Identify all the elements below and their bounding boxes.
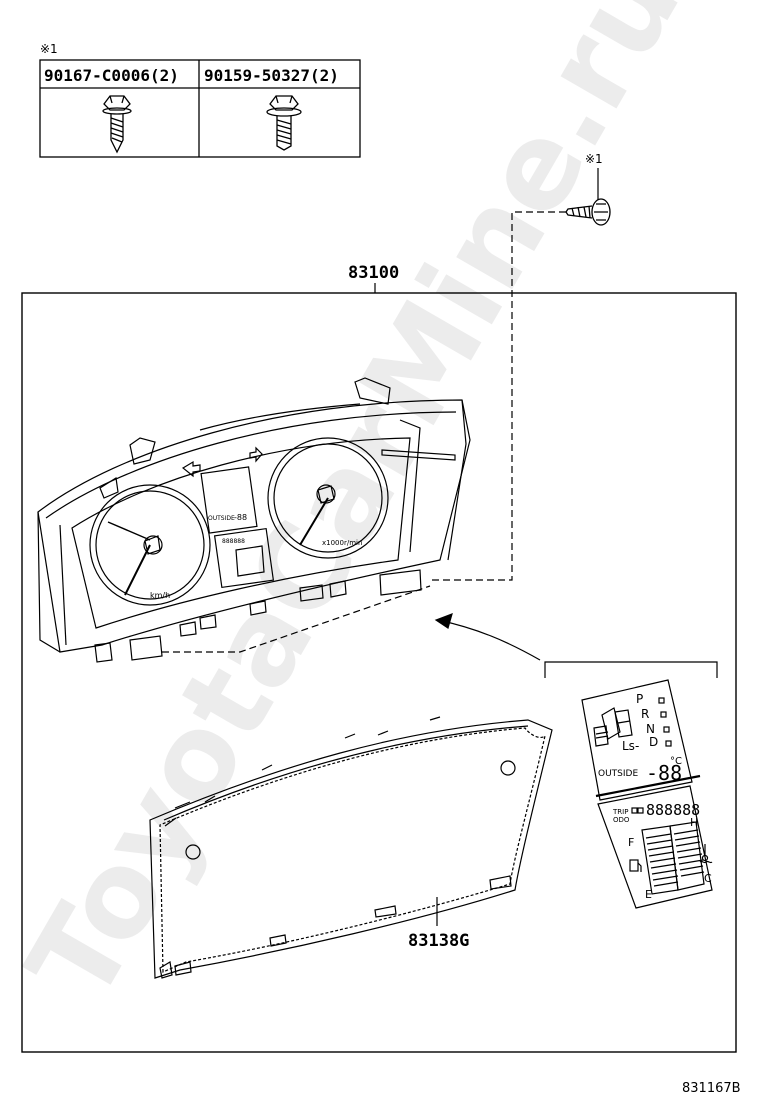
speedometer: km/h	[89, 484, 211, 606]
tachometer-unit: x1000r/min	[322, 539, 362, 547]
temp-bar-gauge	[669, 821, 705, 891]
cluster-outside-label: OUTSIDE	[208, 515, 235, 522]
cluster-glass	[149, 716, 553, 979]
instrument-cluster: km/h x1000r/min OUTSIDE -88 888888	[37, 377, 471, 663]
assembly-frame	[21, 292, 737, 1053]
trip-odo-value: 888888	[646, 801, 700, 819]
table-note-mark: ※1	[40, 42, 58, 56]
coolant-temp-icon	[699, 844, 713, 864]
tachometer: x1000r/min	[267, 437, 456, 559]
gear-letter-d: D	[649, 735, 658, 749]
fastener-table: ※1 90167-C0006(2) 90159-50327(2)	[39, 42, 361, 158]
fastener-part-no-2: 90159-50327(2)	[204, 66, 339, 85]
fuel-pump-icon	[629, 859, 642, 872]
temp-cold-label: C	[704, 872, 712, 885]
fuel-bar-gauge	[641, 825, 679, 895]
odo-label: ODO	[613, 816, 630, 824]
figure-code: 831167B	[682, 1081, 741, 1096]
gear-ls-label: Ls-	[622, 739, 639, 753]
assembly-part-no: 83100	[348, 263, 399, 283]
cluster-lcd: OUTSIDE -88 888888	[200, 466, 275, 589]
car-door-icon	[593, 725, 609, 747]
screw-callout: ※1	[430, 152, 611, 581]
cluster-odo-value: 888888	[222, 538, 245, 545]
speedometer-unit: km/h	[150, 591, 170, 600]
gear-letter-r: R	[641, 707, 649, 721]
glass-part-no: 83138G	[408, 931, 469, 951]
detail-bracket	[544, 661, 718, 678]
self-tapping-screw-icon	[102, 95, 132, 154]
gear-letter-n: N	[646, 722, 655, 736]
gear-letter-p: P	[636, 692, 643, 706]
outside-temp-label: OUTSIDE	[598, 769, 638, 779]
outside-temp-unit: °C	[670, 756, 682, 767]
trip-label: TRIP	[612, 808, 628, 816]
fuel-full-label: F	[628, 836, 634, 849]
detail-display: P R N Ls- D OUTSIDE -88 °C TRIP ODO 8888…	[581, 679, 713, 909]
flange-screw-icon	[266, 95, 302, 151]
gear-segment-display	[614, 709, 633, 738]
insert-arrowhead	[434, 613, 453, 629]
screw-note-mark: ※1	[585, 152, 603, 166]
insert-arrow	[437, 619, 541, 661]
screw-icon	[565, 198, 611, 226]
cluster-outside-value: -88	[234, 513, 247, 522]
fastener-part-no-1: 90167-C0006(2)	[44, 66, 179, 85]
fuel-empty-label: E	[645, 888, 652, 901]
